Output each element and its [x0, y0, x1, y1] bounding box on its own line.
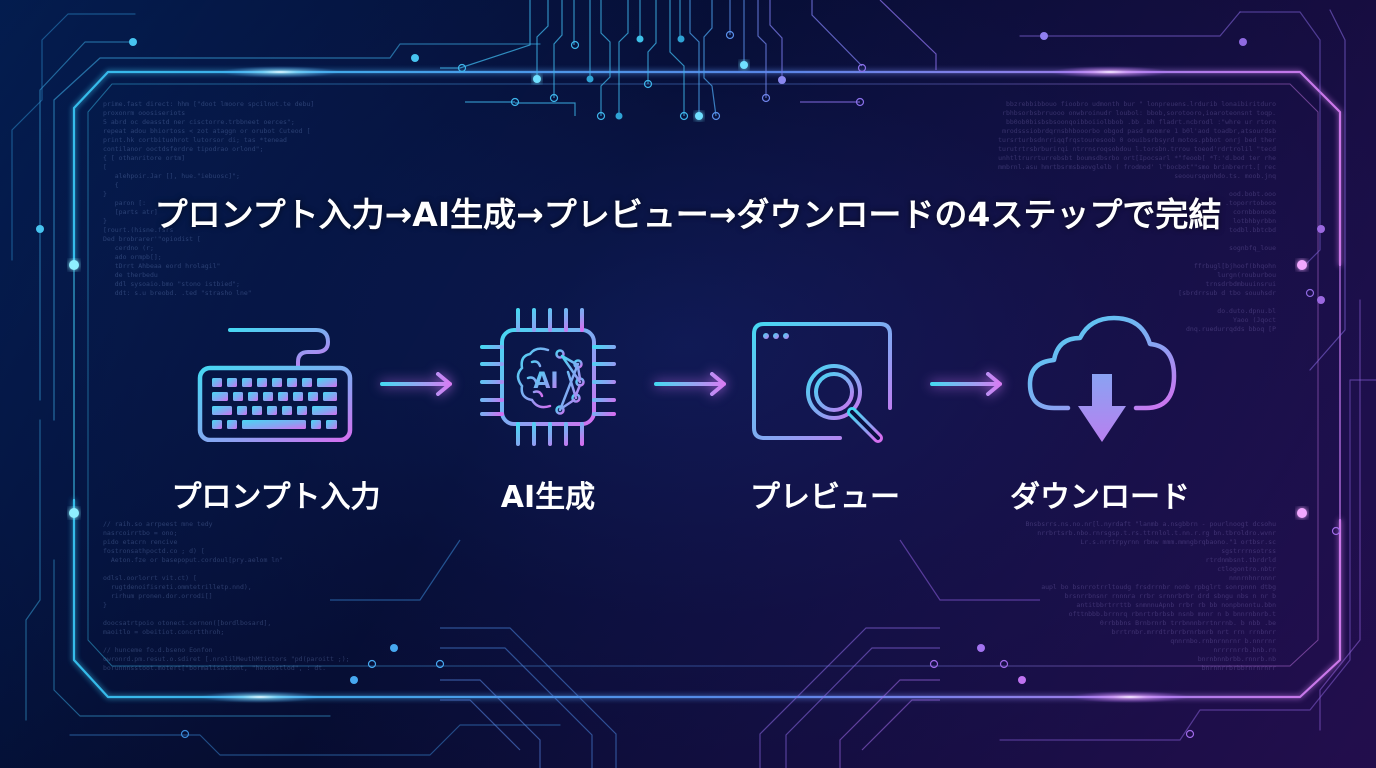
code-snippet-background: bbzrebbibbouo fioobro udmonth bur " lonp… [998, 100, 1276, 333]
cloud-download-icon [1027, 315, 1177, 442]
code-snippet-background: prime.fast direct: hhm ["doot lmoore spc… [103, 100, 315, 297]
arrow-right-icon [930, 372, 1002, 396]
circuit-nodes [36, 30, 1341, 739]
step-label-prompt-input: プロンプト入力 [171, 480, 381, 515]
browser-magnifier-icon [752, 322, 892, 443]
code-snippet-background: Bnsbsrrs.ns.no.nr[l.nyrdaft "lanmb a.nsg… [1025, 520, 1276, 672]
ai-chip-brain-icon: AI [480, 308, 616, 446]
arrow-right-icon [380, 372, 452, 396]
headline-title: プロンプト入力→AI生成→プレビュー→ダウンロードの4ステップで完結 [154, 195, 1222, 234]
step-label-download: ダウンロード [1010, 480, 1190, 515]
svg-text:AI: AI [533, 369, 558, 394]
step-label-preview: プレビュー [750, 480, 900, 515]
code-snippet-background: // raih.so arrpeest mne tedy nasrcoirrtb… [103, 520, 350, 672]
keyboard-icon [197, 328, 353, 442]
step-label-ai-generate: AI生成 [500, 480, 596, 515]
arrow-right-icon [654, 372, 726, 396]
